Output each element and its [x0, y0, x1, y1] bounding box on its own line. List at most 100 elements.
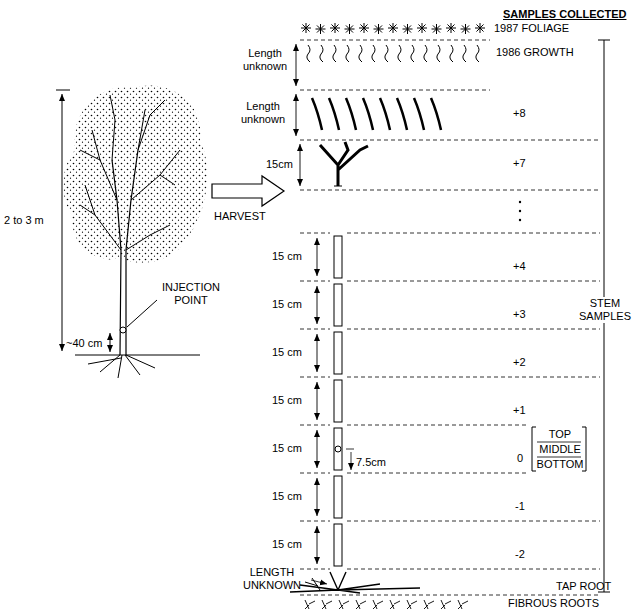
separator-line	[347, 521, 600, 522]
stem-segment	[334, 284, 342, 326]
annotation-label: 15 cm	[272, 490, 302, 503]
separator-line	[300, 473, 330, 474]
harvest-arrow	[212, 176, 284, 206]
annotation-label: -1	[515, 500, 525, 513]
stem-piece	[346, 98, 356, 130]
growth-twig	[346, 45, 349, 62]
growth-twig	[372, 45, 375, 62]
annotation-label: +3	[513, 308, 526, 321]
annotation-label: 15 cm	[272, 298, 302, 311]
ellipsis-dot	[519, 219, 521, 221]
separator-line	[300, 40, 490, 41]
fibrous-root	[407, 600, 417, 609]
dimension-arrow	[300, 144, 301, 186]
growth-twig	[463, 45, 466, 62]
fibrous-root	[339, 600, 349, 609]
stem-piece	[363, 98, 373, 130]
fibrous-root	[424, 600, 434, 609]
growth-twig	[437, 45, 440, 62]
annotation-label: TAP ROOT	[556, 580, 611, 593]
annotation-label: BOTTOM	[536, 458, 584, 471]
annotation-label: +7	[513, 157, 526, 170]
injection-mark	[335, 446, 341, 452]
foliage-mark	[375, 25, 382, 32]
separator-line	[300, 521, 330, 522]
separator-line	[347, 473, 528, 474]
fibrous-root	[322, 600, 332, 609]
growth-twig	[424, 45, 427, 62]
dimension-tick	[346, 449, 354, 450]
annotation-label: INJECTION POINT	[160, 281, 222, 307]
annotation-label: 15 cm	[272, 250, 302, 263]
root-drawing	[290, 572, 420, 593]
foliage-mark	[360, 24, 367, 31]
growth-twig	[450, 45, 453, 62]
separator-line	[300, 281, 330, 282]
dimension-arrow	[296, 44, 297, 86]
annotation-label: +4	[513, 260, 526, 273]
foliage-mark	[447, 24, 454, 31]
fibrous-root	[373, 600, 383, 609]
dimension-arrow	[317, 334, 318, 372]
foliage-mark	[389, 24, 396, 31]
bracket-box	[532, 427, 586, 471]
foliage-mark	[476, 24, 483, 31]
annotation-label: SAMPLES COLLECTED	[503, 8, 626, 21]
annotation-label: HARVEST	[214, 210, 266, 223]
separator-line	[300, 233, 330, 234]
annotation-label: 0	[517, 452, 523, 465]
foliage-mark	[462, 25, 469, 32]
foliage-mark	[404, 25, 411, 32]
separator-line	[300, 377, 330, 378]
annotation-label: 15 cm	[272, 442, 302, 455]
separator-line	[347, 233, 600, 234]
fibrous-root	[390, 600, 400, 609]
growth-twig	[333, 45, 336, 62]
stem-fork	[334, 186, 342, 187]
annotation-label: +8	[513, 107, 526, 120]
annotation-label: 15 cm	[272, 538, 302, 551]
stem-piece	[414, 98, 424, 130]
annotation-label: 15 cm	[272, 394, 302, 407]
annotation-label: Length unknown	[238, 47, 292, 73]
separator-line	[347, 329, 600, 330]
annotation-label: 1986 GROWTH	[496, 46, 574, 59]
sample-drawing	[296, 23, 600, 609]
stem-piece	[397, 98, 407, 130]
separator-line	[300, 140, 600, 141]
stem-segment	[334, 236, 342, 278]
separator-line	[347, 377, 600, 378]
stem-piece	[329, 98, 339, 130]
dimension-arrow	[317, 526, 318, 564]
growth-twig	[476, 45, 479, 62]
stem-segment	[334, 332, 342, 374]
foliage-mark	[302, 24, 309, 31]
stem-piece	[431, 98, 441, 130]
separator-line	[300, 425, 330, 426]
fibrous-root	[356, 600, 366, 609]
annotation-label: +1	[513, 404, 526, 417]
annotation-label: ~40 cm	[66, 337, 102, 350]
dimension-arrow	[317, 382, 318, 420]
stem-segment	[334, 428, 342, 470]
annotation-label: STEM SAMPLES	[578, 297, 632, 323]
annotation-label: 7.5cm	[356, 456, 386, 469]
stem-segment	[334, 476, 342, 518]
growth-twig	[307, 45, 310, 62]
dimension-arrow	[317, 238, 318, 276]
stem-piece	[380, 98, 390, 130]
annotation-label: LENGTH UNKNOWN	[240, 566, 304, 592]
annotation-label: 1987 FOLIAGE	[494, 22, 569, 35]
separator-line	[347, 281, 600, 282]
annotation-label: +2	[513, 356, 526, 369]
foliage-mark	[418, 24, 425, 31]
annotation-label: 15 cm	[272, 346, 302, 359]
growth-twig	[411, 45, 414, 62]
growth-twig	[320, 45, 323, 62]
separator-line	[300, 569, 330, 570]
tree-drawing	[56, 86, 207, 378]
dimension-arrow	[317, 286, 318, 324]
dimension-arrow	[351, 452, 352, 470]
